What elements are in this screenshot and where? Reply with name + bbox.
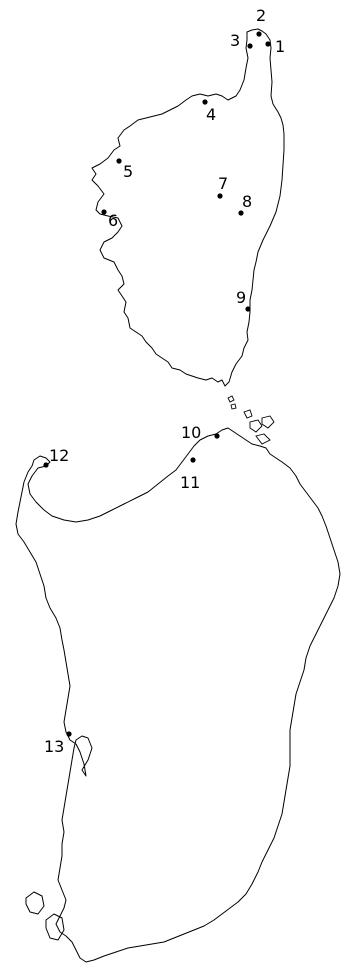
marker-label: 1 — [275, 37, 285, 56]
strait-islet — [230, 403, 237, 410]
corsica-coastline — [91, 28, 285, 387]
marker-2: 2 — [256, 6, 266, 37]
southwest-island — [25, 891, 45, 915]
strait-islet — [249, 419, 263, 433]
marker-label: 11 — [180, 473, 200, 492]
marker-13: 13 — [44, 731, 72, 756]
marker-6: 6 — [101, 209, 118, 230]
marker-label: 3 — [230, 31, 240, 50]
marker-label: 7 — [218, 174, 228, 193]
strait-islet — [227, 395, 235, 403]
marker-label: 2 — [256, 6, 266, 25]
marker-7: 7 — [217, 174, 228, 199]
marker-8: 8 — [238, 192, 252, 216]
marker-12: 12 — [43, 446, 69, 468]
strait-islet — [255, 433, 271, 445]
marker-label: 12 — [49, 446, 69, 465]
southwest-island — [45, 913, 65, 941]
marker-label: 5 — [123, 162, 133, 181]
marker-11: 11 — [180, 457, 200, 492]
marker-label: 13 — [44, 737, 64, 756]
marker-label: 8 — [242, 192, 252, 211]
marker-1: 1 — [265, 37, 285, 56]
marker-label: 4 — [206, 105, 216, 124]
strait-islet — [243, 409, 253, 419]
marker-3: 3 — [230, 31, 253, 50]
marker-4: 4 — [202, 99, 216, 124]
marker-5: 5 — [116, 158, 133, 181]
marker-label: 6 — [108, 211, 118, 230]
marker-label: 10 — [181, 423, 201, 442]
strait-islet — [261, 415, 275, 429]
marker-10: 10 — [181, 423, 220, 442]
marker-9: 9 — [236, 288, 251, 312]
sardinia-coastline — [15, 427, 341, 963]
marker-label: 9 — [236, 288, 246, 307]
